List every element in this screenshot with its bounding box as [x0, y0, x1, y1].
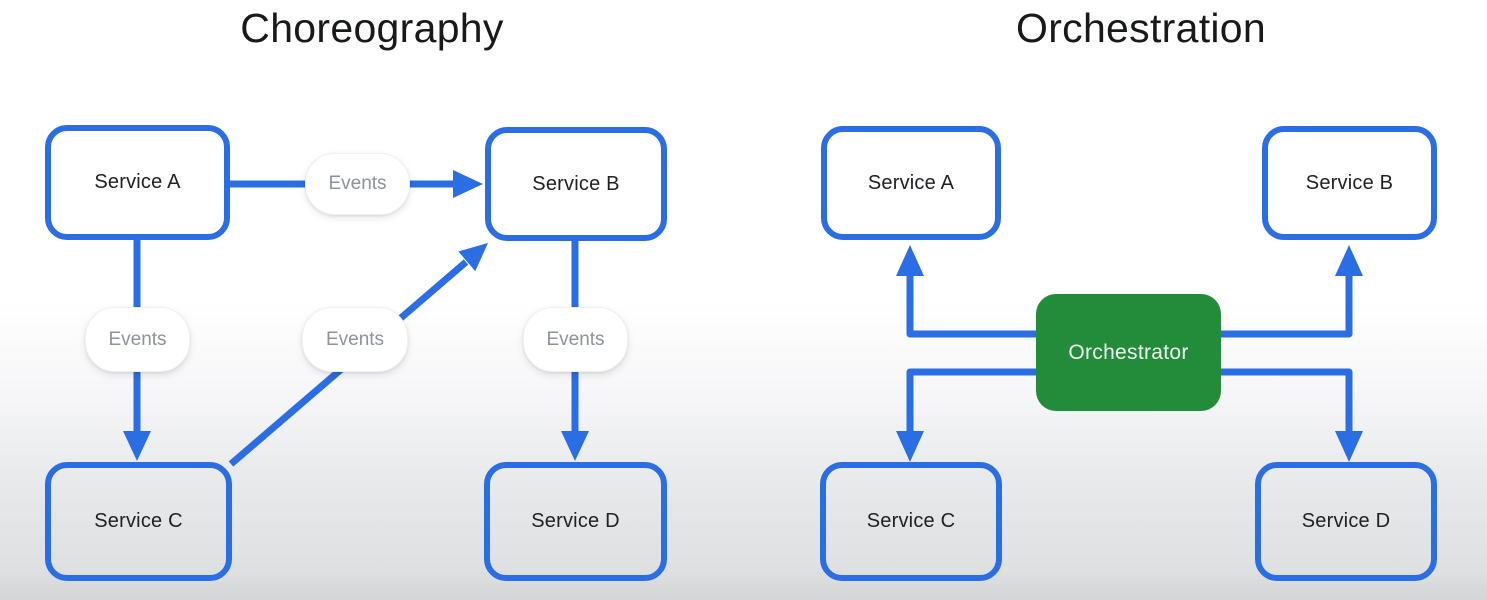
- choreography-service-c-label: Service C: [94, 510, 183, 532]
- events-label: Events: [325, 328, 385, 350]
- choreography-title: Choreography: [240, 5, 504, 51]
- events-pill-a-to-b: Events: [305, 153, 410, 215]
- wire-orchestrator-to-a-icon: [896, 245, 1040, 338]
- orchestration-service-b-box: Service B: [1262, 126, 1437, 240]
- events-pill-c-to-b: Events: [302, 307, 408, 372]
- orchestration-service-b-label: Service B: [1305, 171, 1394, 194]
- choreography-service-d-label: Service D: [531, 510, 620, 532]
- events-label: Events: [546, 328, 605, 350]
- events-pill-a-to-c: Events: [85, 307, 190, 372]
- orchestration-service-a-box: Service A: [821, 126, 1001, 240]
- choreography-service-b-box: Service B: [485, 127, 667, 241]
- events-label: Events: [328, 173, 387, 194]
- orchestration-service-a-label: Service A: [867, 171, 955, 194]
- choreography-service-d-box: Service D: [484, 462, 667, 581]
- wire-orchestrator-to-b-icon: [1218, 245, 1363, 338]
- choreography-service-b-label: Service B: [532, 172, 620, 195]
- wire-orchestrator-to-d-icon: [1218, 368, 1363, 462]
- orchestration-service-c-box: Service C: [820, 462, 1002, 581]
- orchestration-service-d-label: Service D: [1301, 510, 1391, 532]
- wire-orchestrator-to-c-icon: [896, 368, 1040, 462]
- orchestrator-label: Orchestrator: [1068, 340, 1189, 364]
- orchestration-service-d-box: Service D: [1255, 462, 1437, 581]
- orchestration-title: Orchestration: [1016, 5, 1266, 51]
- orchestrator-box: Orchestrator: [1036, 294, 1221, 411]
- choreography-service-a-box: Service A: [45, 125, 230, 240]
- orchestration-service-c-label: Service C: [866, 510, 956, 532]
- choreography-service-c-box: Service C: [45, 462, 232, 581]
- events-label: Events: [108, 328, 167, 350]
- events-pill-b-to-d: Events: [523, 307, 628, 372]
- choreography-service-a-label: Service A: [94, 171, 181, 193]
